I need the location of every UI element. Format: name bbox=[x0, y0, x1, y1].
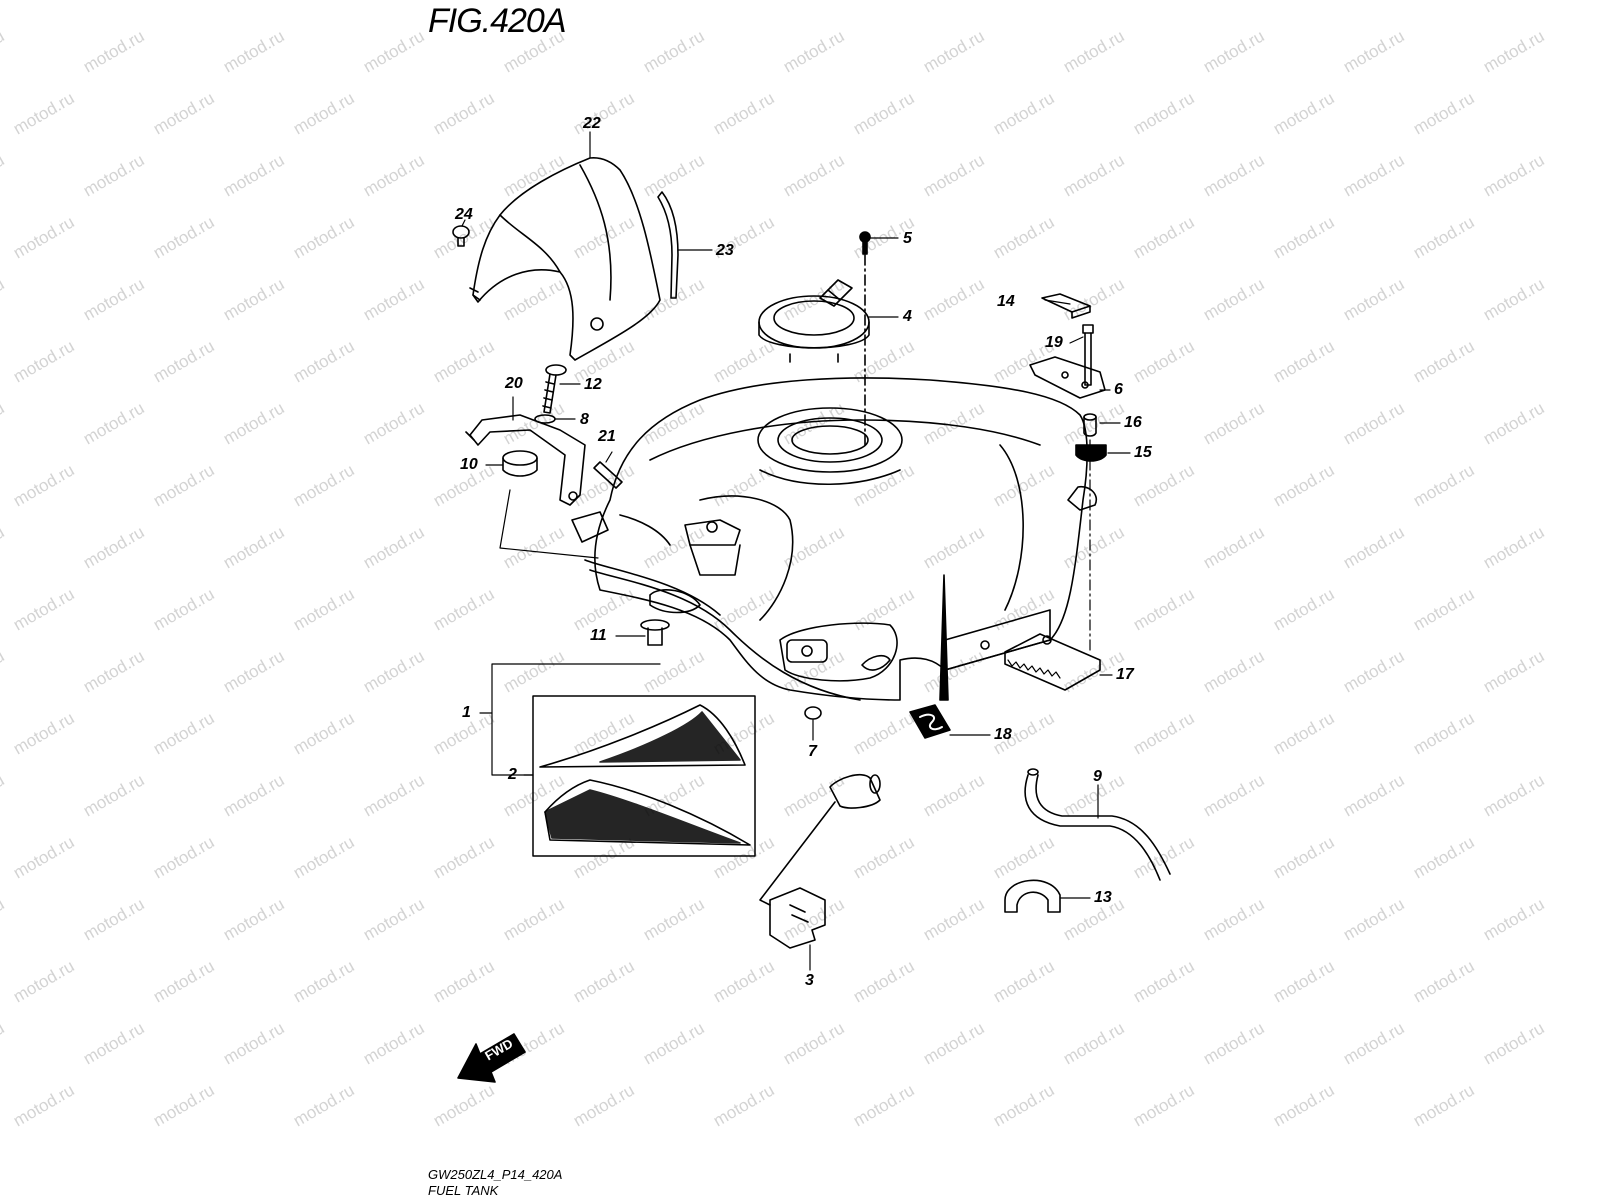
figure-title: FIG.420A bbox=[428, 2, 567, 40]
callout-6: 6 bbox=[1114, 381, 1123, 398]
decal-set-part-2 bbox=[532, 695, 756, 857]
section-name: FUEL TANK bbox=[428, 1183, 499, 1198]
bracket-part-6 bbox=[1029, 356, 1106, 399]
tank-stripe bbox=[939, 574, 949, 701]
callout-15: 15 bbox=[1134, 444, 1152, 461]
callout-14: 14 bbox=[997, 293, 1015, 310]
washer-part-8 bbox=[534, 414, 556, 424]
callout-2: 2 bbox=[508, 766, 517, 783]
callout-4: 4 bbox=[903, 308, 912, 325]
callout-13: 13 bbox=[1094, 889, 1112, 906]
callout-11: 11 bbox=[590, 627, 607, 644]
leader-1-2 bbox=[491, 663, 661, 776]
callout-23: 23 bbox=[716, 242, 734, 259]
callout-18: 18 bbox=[994, 726, 1012, 743]
cushion-part-15 bbox=[1075, 444, 1107, 462]
callout-17: 17 bbox=[1116, 666, 1134, 683]
clamp-part-13 bbox=[1004, 879, 1061, 913]
callout-24: 24 bbox=[455, 206, 473, 223]
callout-12: 12 bbox=[584, 376, 602, 393]
bolt-part-5 bbox=[859, 231, 871, 255]
fuel-gauge-part-3 bbox=[759, 773, 881, 949]
fwd-arrow-icon bbox=[457, 1033, 526, 1083]
callout-8: 8 bbox=[580, 411, 589, 428]
callout-19: 19 bbox=[1045, 334, 1063, 351]
cushion-part-14 bbox=[1041, 293, 1091, 319]
callout-20: 20 bbox=[505, 375, 523, 392]
cushion-part-21 bbox=[593, 461, 623, 489]
rubber-pad-part-17 bbox=[1004, 633, 1101, 691]
callout-10: 10 bbox=[460, 456, 478, 473]
callout-9: 9 bbox=[1093, 768, 1102, 785]
damper-part-10 bbox=[502, 450, 538, 477]
callout-21: 21 bbox=[598, 428, 616, 445]
screw-part-24 bbox=[452, 225, 470, 247]
fuel-tank-part-1 bbox=[571, 377, 1097, 701]
callout-3: 3 bbox=[805, 972, 814, 989]
callout-5: 5 bbox=[903, 230, 912, 247]
grommet-part-11 bbox=[640, 619, 670, 646]
spacer-part-16 bbox=[1083, 413, 1097, 437]
o-ring-part-7 bbox=[804, 706, 822, 720]
callout-7: 7 bbox=[808, 743, 817, 760]
callout-16: 16 bbox=[1124, 414, 1142, 431]
callout-22: 22 bbox=[583, 115, 601, 132]
screw-part-12 bbox=[542, 364, 567, 414]
trim-strip-part-23 bbox=[657, 191, 679, 299]
bracket-part-20 bbox=[465, 414, 586, 506]
callout-1: 1 bbox=[462, 704, 471, 721]
fuel-cap-part-4 bbox=[758, 279, 870, 363]
leader-10 bbox=[499, 489, 599, 559]
callout-leaders bbox=[461, 131, 1131, 971]
hose-part-9 bbox=[1024, 768, 1171, 881]
front-cover-part-22 bbox=[469, 157, 661, 361]
model-code: GW250ZL4_P14_420A bbox=[428, 1167, 563, 1182]
emblem-part-18 bbox=[909, 704, 951, 739]
bolt-part-19 bbox=[1082, 324, 1094, 386]
